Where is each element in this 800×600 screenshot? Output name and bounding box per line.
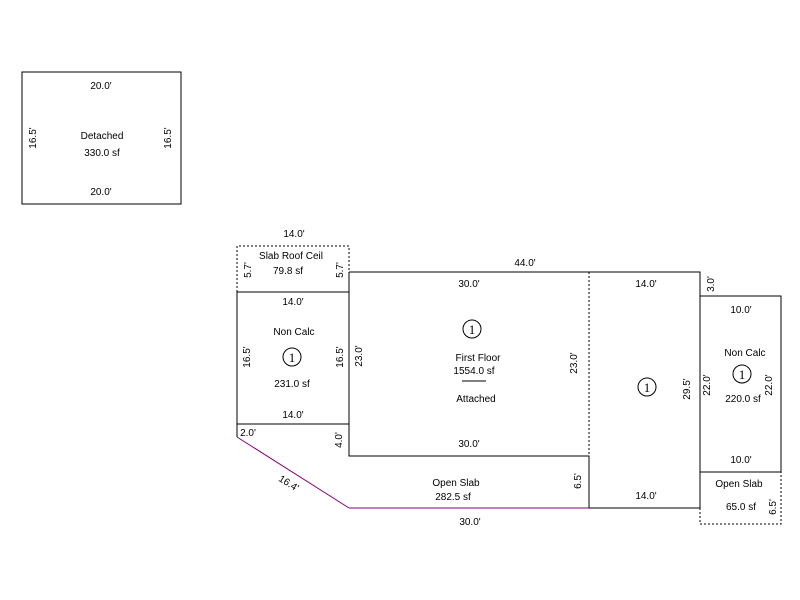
detached-right-dim: 16.5' xyxy=(163,127,174,148)
non-calc-left-number-circle xyxy=(282,347,302,367)
open-slab-area: 2.0' 4.0' 16.4' 6.5' Open Slab 282.5 sf … xyxy=(236,424,589,528)
open-slab-bottom-dim: 30.0' xyxy=(459,517,480,528)
slab-roof-area-value: 79.8 sf xyxy=(273,266,303,277)
slab-roof-top-dim: 14.0' xyxy=(283,229,304,240)
open-slab-area-value: 282.5 sf xyxy=(435,492,471,503)
open-slab-diagonal-edge xyxy=(236,436,350,509)
slab-roof-outline xyxy=(236,245,350,292)
slab-roof-left-dim: 5.7' xyxy=(243,262,254,278)
open-slab-right-dim: 6.5' xyxy=(573,473,584,489)
open-slab-right-area: Open Slab 65.0 sf 6.5' xyxy=(699,472,782,525)
first-floor-attached: Attached xyxy=(456,394,495,405)
detached-outline xyxy=(21,71,182,205)
slab-roof-right-dim: 5.7' xyxy=(335,262,346,278)
non-calc-right-offset-dim: 3.0' xyxy=(706,276,717,292)
non-calc-right-left-dim: 22.0' xyxy=(702,374,713,395)
non-calc-right-number: 1 xyxy=(739,367,746,382)
first-floor-left-bottom-outline xyxy=(348,272,700,509)
non-calc-right-area-value: 220.0 sf xyxy=(725,394,761,405)
right-section-number-circle xyxy=(637,377,657,397)
right-section-bottom-dim: 14.0' xyxy=(635,491,656,502)
detached-left-dim: 16.5' xyxy=(28,127,39,148)
non-calc-left-left-dim: 16.5' xyxy=(242,346,253,367)
non-calc-right-area: 3.0' 10.0' 10.0' 22.0' 22.0' Non Calc 1 … xyxy=(699,276,782,473)
detached-area-value: 330.0 sf xyxy=(84,148,120,159)
non-calc-left-right-dim: 16.5' xyxy=(335,346,346,367)
open-slab-corner-dim: 2.0' xyxy=(240,428,256,439)
non-calc-right-right-dim: 22.0' xyxy=(764,374,775,395)
open-slab-drop-dim: 4.0' xyxy=(334,432,345,448)
first-floor-name: First Floor xyxy=(456,353,502,364)
open-slab-right-name: Open Slab xyxy=(715,479,763,490)
non-calc-left-bottom-dim: 14.0' xyxy=(282,410,303,421)
first-floor-number-circle xyxy=(462,319,482,339)
non-calc-right-outline xyxy=(699,295,782,473)
non-calc-left-area-value: 231.0 sf xyxy=(274,379,310,390)
right-section-area: 14.0' 14.0' 29.5' 1 xyxy=(635,279,693,502)
non-calc-right-number-circle xyxy=(732,364,752,384)
non-calc-left-name: Non Calc xyxy=(273,327,314,338)
non-calc-right-top-dim: 10.0' xyxy=(730,305,751,316)
slab-roof-name: Slab Roof Ceil xyxy=(259,251,323,262)
non-calc-right-name: Non Calc xyxy=(724,348,765,359)
slab-roof-area: 14.0' Slab Roof Ceil 79.8 sf 5.7' 5.7' xyxy=(236,229,350,292)
first-floor-number: 1 xyxy=(469,322,476,337)
detached-bottom-dim: 20.0' xyxy=(90,187,111,198)
first-floor-left-dim: 23.0' xyxy=(354,345,365,366)
first-floor-bottom-dim: 30.0' xyxy=(458,439,479,450)
first-floor-overall-top-dim: 44.0' xyxy=(514,258,535,269)
first-floor-top-dim: 30.0' xyxy=(458,279,479,290)
detached-area: 20.0' 20.0' 16.5' 16.5' Detached 330.0 s… xyxy=(21,71,182,205)
detached-top-dim: 20.0' xyxy=(90,81,111,92)
non-calc-left-area: 14.0' 14.0' 16.5' 16.5' Non Calc 1 231.0… xyxy=(236,291,350,425)
right-section-top-dim: 14.0' xyxy=(635,279,656,290)
non-calc-right-bottom-dim: 10.0' xyxy=(730,455,751,466)
right-section-number: 1 xyxy=(644,380,651,395)
non-calc-left-top-dim: 14.0' xyxy=(282,297,303,308)
first-floor-area-value: 1554.0 sf xyxy=(453,366,494,377)
non-calc-left-number: 1 xyxy=(289,350,296,365)
open-slab-right-area-value: 65.0 sf xyxy=(726,502,756,513)
open-slab-right-outline xyxy=(699,472,782,525)
open-slab-diagonal-dim: 16.4' xyxy=(276,474,300,495)
open-slab-name: Open Slab xyxy=(432,478,480,489)
right-section-right-dim: 29.5' xyxy=(682,378,693,399)
first-floor-right-dim: 23.0' xyxy=(569,352,580,373)
open-slab-right-right-dim: 6.5' xyxy=(768,499,779,515)
detached-name: Detached xyxy=(81,131,124,142)
